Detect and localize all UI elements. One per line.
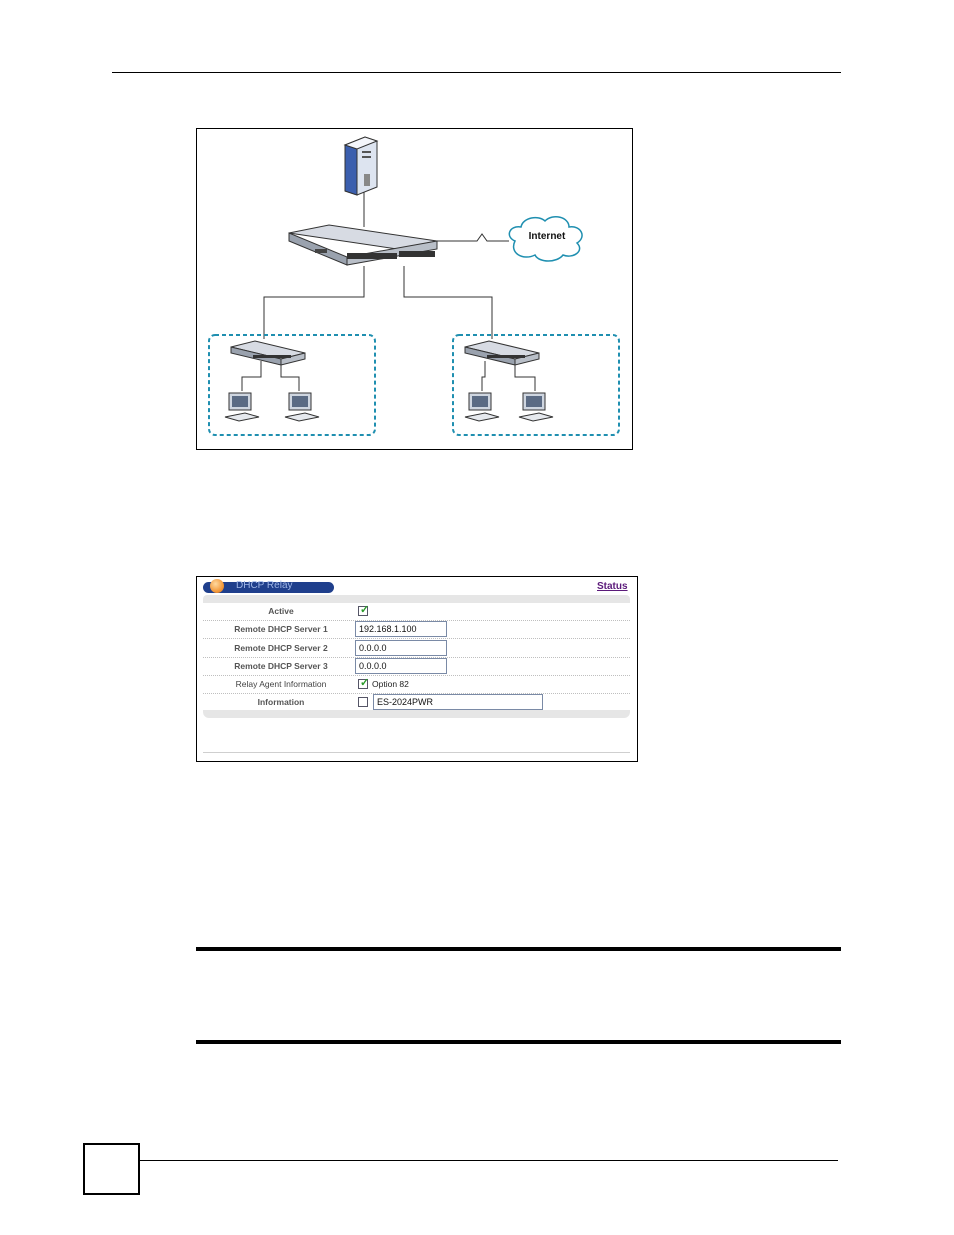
remote-server-3-label: Remote DHCP Server 3	[203, 661, 359, 671]
left-hub-icon	[231, 341, 305, 365]
active-label: Active	[203, 606, 359, 616]
form-bottom-divider	[203, 752, 630, 753]
relay-agent-row: Relay Agent Information ✓ Option 82	[203, 675, 630, 694]
remote-server-2-input[interactable]	[355, 640, 447, 656]
form-bottom-band	[203, 710, 630, 718]
relay-agent-label: Relay Agent Information	[203, 679, 359, 689]
option-82-label: Option 82	[372, 679, 409, 689]
note-bottom-rule	[196, 1040, 841, 1044]
main-switch-icon	[289, 225, 437, 265]
status-link[interactable]: Status	[597, 581, 628, 592]
network-diagram-figure: Internet	[196, 128, 633, 450]
network-diagram: Internet	[197, 129, 632, 449]
tab-bullet-icon	[210, 579, 224, 593]
dhcp-relay-screen: DHCP Relay Status Active ✓ Remote DHCP S…	[196, 576, 638, 762]
internet-cloud-icon: Internet	[509, 217, 582, 261]
information-input[interactable]	[373, 694, 543, 710]
active-row: Active ✓	[203, 602, 630, 621]
checkmark-icon: ✓	[360, 677, 369, 689]
remote-server-1-label: Remote DHCP Server 1	[203, 624, 359, 634]
right-pc-2-icon	[519, 393, 553, 421]
option-82-checkbox[interactable]: ✓	[358, 679, 368, 689]
left-pc-1-icon	[225, 393, 259, 421]
right-hub-icon	[465, 341, 539, 365]
remote-server-3-input[interactable]	[355, 658, 447, 674]
remote-server-1-input[interactable]	[355, 621, 447, 637]
information-label: Information	[203, 697, 359, 707]
internet-label: Internet	[529, 231, 566, 242]
remote-server-3-row: Remote DHCP Server 3	[203, 657, 630, 676]
checkmark-icon: ✓	[360, 604, 369, 616]
information-row: Information	[203, 693, 630, 711]
dhcp-relay-title: DHCP Relay	[236, 580, 293, 592]
page-number-box	[83, 1143, 140, 1195]
note-top-rule	[196, 947, 841, 951]
server-icon	[345, 137, 377, 195]
remote-server-1-row: Remote DHCP Server 1	[203, 620, 630, 639]
active-checkbox[interactable]: ✓	[358, 606, 368, 616]
remote-server-2-label: Remote DHCP Server 2	[203, 643, 359, 653]
information-checkbox[interactable]	[358, 697, 368, 707]
left-pc-2-icon	[285, 393, 319, 421]
header-rule	[112, 72, 841, 73]
remote-server-2-row: Remote DHCP Server 2	[203, 639, 630, 658]
footer-rule	[140, 1160, 838, 1161]
right-pc-1-icon	[465, 393, 499, 421]
